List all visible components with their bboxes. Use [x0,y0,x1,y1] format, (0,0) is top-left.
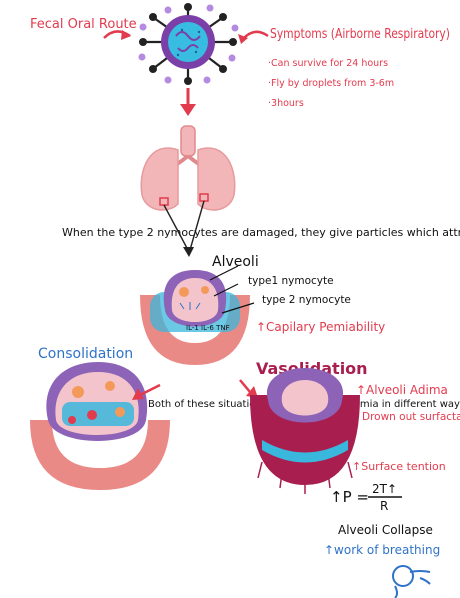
symptom-1: ·Can survive for 24 hours [268,58,388,69]
alveolus-vasolidation [250,368,360,494]
surface-tension-label: ↑Surface tention [352,460,446,473]
virus-icon [139,3,239,85]
svg-text:↑P =: ↑P = [330,488,369,506]
symptoms-block: Symptoms (Airborne Respiratory) ·Can sur… [268,27,450,109]
svg-text:R: R [380,499,388,513]
fecal-oral-label: Fecal Oral Route [30,17,137,32]
alveoli-edema-label: ↑Alveoli Adima [356,383,448,397]
drown-out-label: Drown out surfactant [362,411,460,423]
capillary-permeability-label: ↑Capilary Pemiability [256,320,385,334]
breathing-person-icon [393,566,430,598]
work-breathing-label: ↑work of breathing [324,543,440,557]
laplace-formula: ↑P = 2T↑ R [330,482,402,513]
svg-text:2T↑: 2T↑ [372,482,397,496]
alveoli-label: Alveoli [212,254,259,270]
type1-label: type1 nymocyte [248,275,334,287]
symptom-2: ·Fly by droplets from 3-6m [268,78,394,89]
arrow-virus-to-lungs [180,104,196,116]
type2-note: When the type 2 nymocytes are damaged, t… [62,226,460,239]
alveolus-consolidation [30,362,170,490]
symptom-3: ·3hours [268,98,304,109]
alveolus-inflamed: IL-1 IL-6 TNF [140,270,250,365]
symptoms-title: Symptoms (Airborne Respiratory) [270,27,450,42]
cytokines-label: IL-1 IL-6 TNF [186,324,230,332]
alveoli-collapse-label: Alveoli Collapse [338,523,433,537]
lungs-icon [141,126,235,210]
type2-label: type 2 nymocyte [262,294,351,306]
consolidation-label: Consolidation [38,346,133,362]
